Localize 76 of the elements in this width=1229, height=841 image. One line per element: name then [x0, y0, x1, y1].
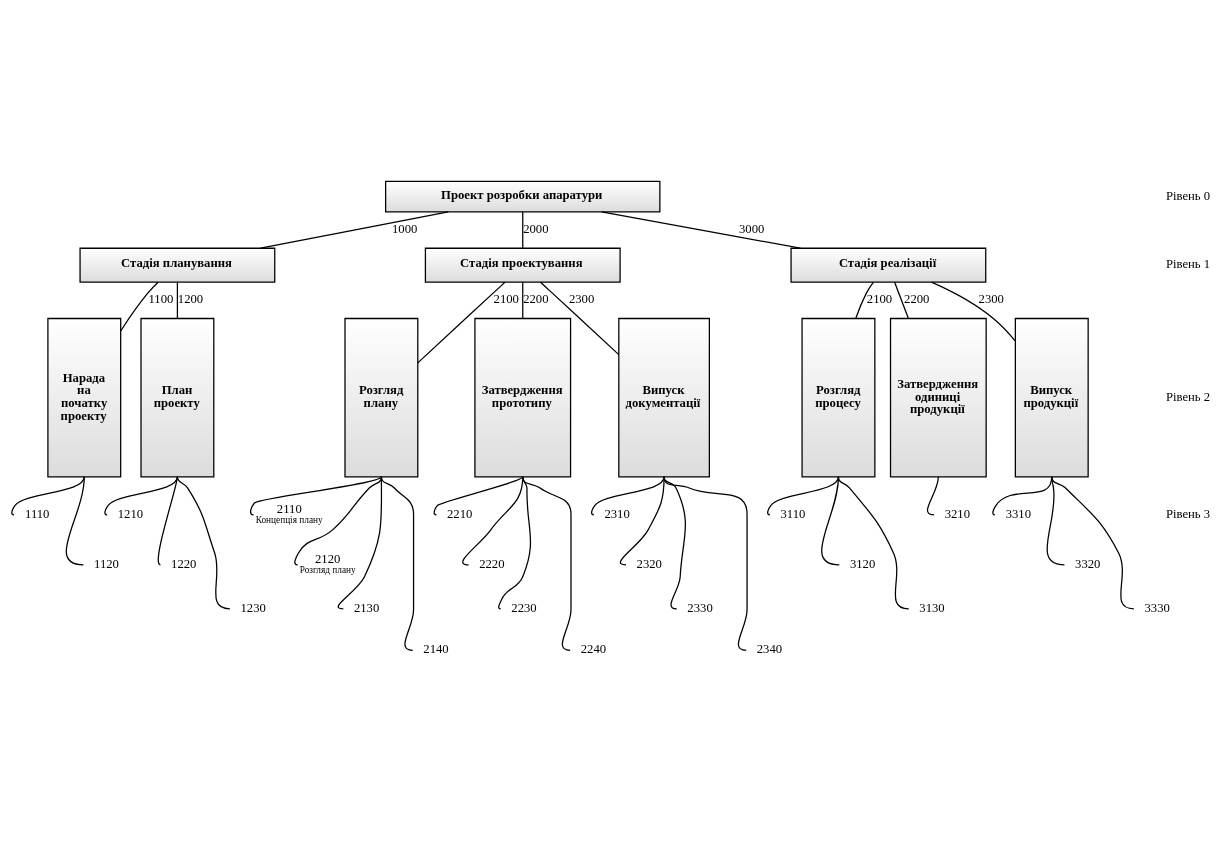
node-box: Розгляд процесу	[801, 317, 876, 478]
node-label: Розгляд плану	[299, 565, 356, 576]
node-text: 2220	[479, 556, 505, 571]
node-text: 2240	[580, 642, 607, 657]
node-box: Нарада на початку проекту	[47, 317, 122, 478]
node-box: Стадія планування	[79, 247, 276, 283]
node-text: 1120	[94, 556, 119, 571]
connector	[930, 281, 1016, 342]
edge-label: 2200	[523, 292, 549, 307]
connector	[837, 476, 910, 610]
edge-label: 2000	[523, 222, 549, 237]
node-text: 2230	[511, 600, 537, 615]
node-text: 2310	[604, 506, 630, 521]
connector	[176, 476, 231, 610]
node-text: 3210	[944, 506, 971, 521]
edge-label: 2100	[866, 292, 893, 307]
connector	[601, 211, 801, 249]
connector	[104, 476, 179, 516]
connector	[522, 281, 524, 320]
node-text: 2140	[423, 642, 449, 657]
connector	[1051, 476, 1135, 610]
node-text: 2320	[636, 556, 662, 571]
edge-label: 1000	[391, 222, 418, 237]
node-text: 1220	[171, 556, 197, 571]
edge-label: 1100	[148, 292, 174, 307]
node-box: Затвердження прототипу	[474, 317, 572, 478]
connector	[249, 476, 383, 516]
connector	[176, 281, 179, 320]
connector	[65, 476, 85, 566]
edge-label: 2300	[568, 292, 595, 307]
edge-label: 2200	[904, 292, 930, 307]
node-box: План проекту	[140, 317, 215, 478]
connector	[1046, 476, 1066, 566]
node-text: 1230	[240, 600, 266, 615]
connector	[11, 476, 85, 516]
connector	[120, 281, 159, 332]
node-box: Випуск продукції	[1014, 317, 1089, 478]
node-text: 3320	[1075, 556, 1101, 571]
node-box: Стадія проектування	[424, 247, 621, 283]
connector	[540, 281, 620, 356]
node-label: Концепція плану	[255, 515, 323, 526]
connector	[619, 476, 665, 566]
label: Рівень 0	[1165, 188, 1211, 203]
label: Рівень 2	[1165, 389, 1211, 404]
connector	[259, 211, 449, 249]
connector	[894, 281, 910, 320]
node-text: 2340	[756, 642, 783, 657]
connector	[157, 476, 179, 566]
edge-label: 2300	[978, 292, 1004, 307]
node-text: 2110	[276, 502, 302, 517]
label: Рівень 3	[1165, 506, 1211, 521]
node-text: 2210	[446, 506, 473, 521]
node-text: 2120	[314, 552, 341, 567]
edge-label: 3000	[739, 222, 765, 237]
node-text: 3330	[1144, 600, 1170, 615]
node-text: 3130	[919, 600, 945, 615]
label: Рівень 1	[1165, 257, 1211, 272]
connector	[855, 281, 875, 320]
node-box: Стадія реалізації	[790, 247, 987, 283]
edge-label: 2100	[493, 292, 519, 307]
connector	[417, 281, 506, 364]
node-text: 3110	[780, 506, 806, 521]
node-text: 1110	[25, 506, 50, 521]
node-box: Розгляд плану	[344, 317, 419, 478]
edge-label: 1200	[177, 292, 204, 307]
node-box: Випуск документації	[618, 317, 710, 478]
connector	[522, 211, 524, 249]
node-text: 3310	[1005, 506, 1031, 521]
node-text: 2330	[687, 600, 713, 615]
node-text: 1210	[117, 506, 144, 521]
connector	[433, 476, 524, 516]
connector	[767, 476, 840, 516]
node-box: Проект розробки апаратури	[385, 180, 661, 213]
node-text: 3120	[849, 556, 876, 571]
node-box: Затвердження одиниці продукції	[889, 317, 987, 478]
node-text: 2130	[353, 600, 380, 615]
